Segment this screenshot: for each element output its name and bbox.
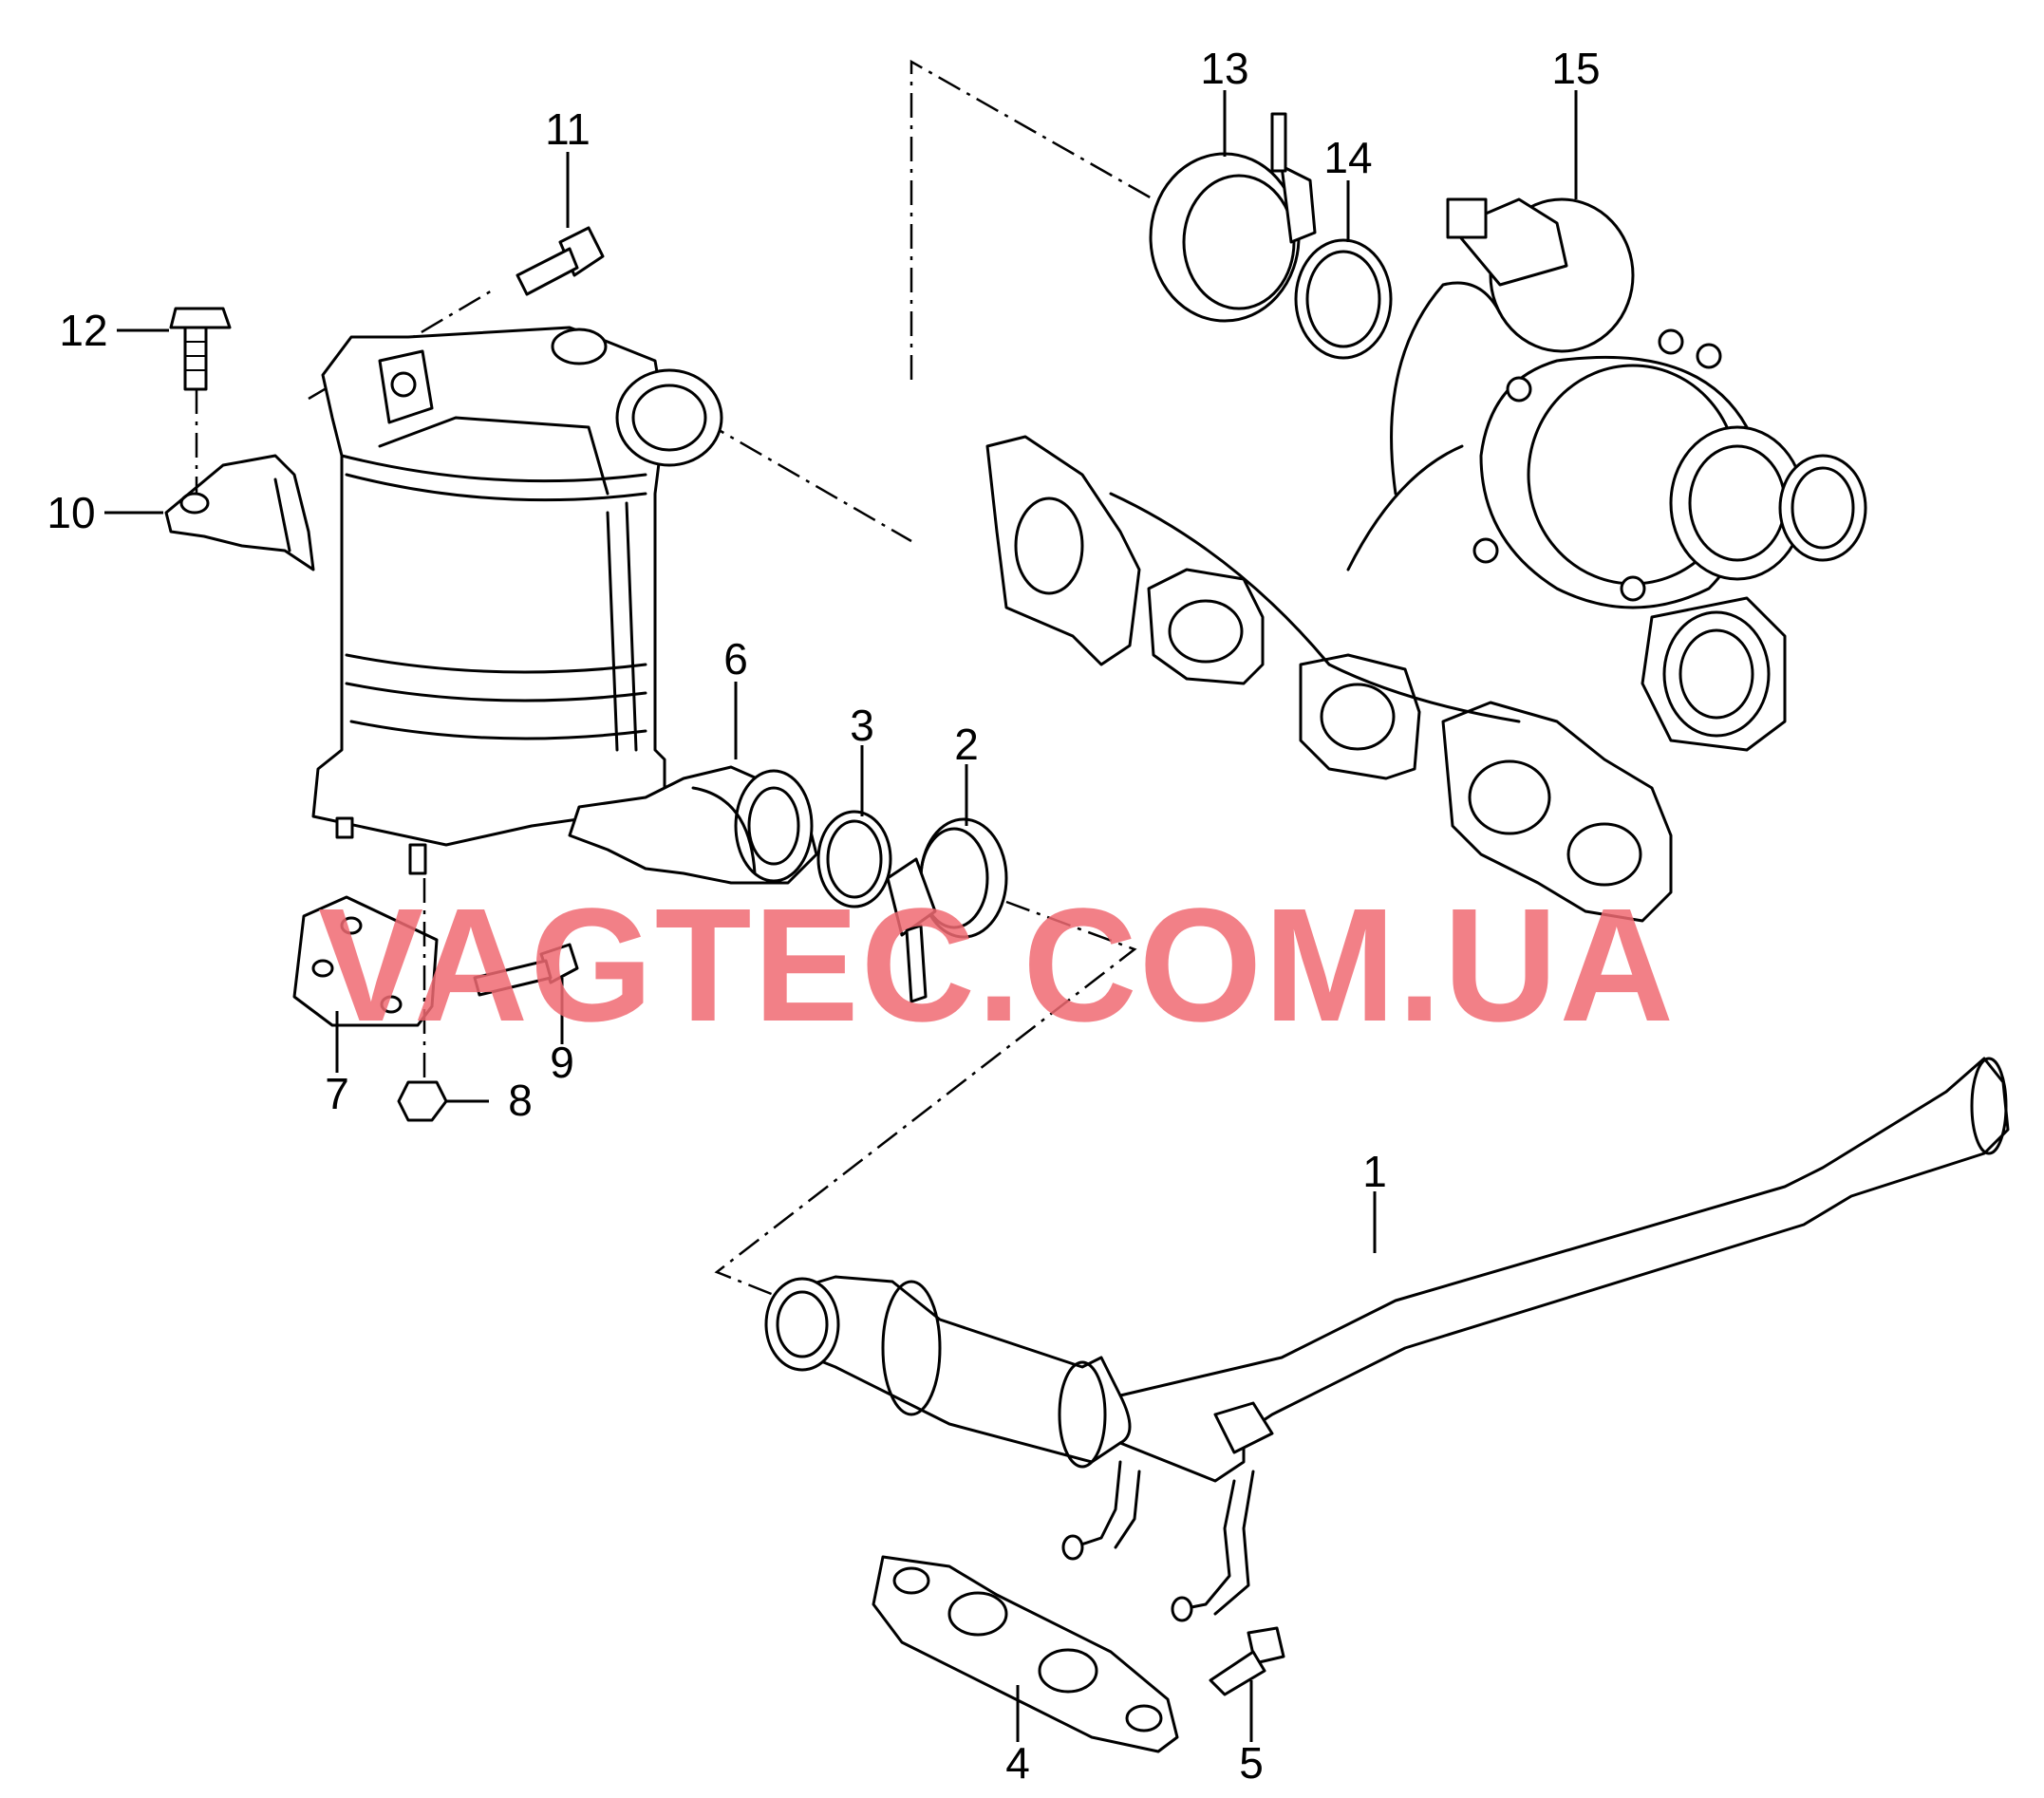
- bolt-9: [473, 943, 579, 997]
- callout-13: 13: [1200, 44, 1248, 93]
- callout-15: 15: [1551, 44, 1600, 93]
- watermark-text: VAGTEC.COM.UA: [318, 875, 1676, 1056]
- callout-6: 6: [723, 634, 748, 684]
- front-exhaust-pipe: [764, 1057, 2010, 1483]
- screw-5: [1209, 1626, 1285, 1696]
- gasket-ring-14: [1294, 238, 1393, 360]
- callout-8: 8: [508, 1076, 533, 1125]
- exhaust-manifold: [985, 281, 1673, 923]
- nut-8: [397, 1080, 448, 1122]
- callout-11: 11: [545, 104, 591, 154]
- callout-9: 9: [550, 1038, 574, 1087]
- catalytic-converter: [311, 326, 723, 875]
- gasket-ring-3: [816, 810, 892, 908]
- callout-4: 4: [1005, 1738, 1030, 1788]
- callout-10: 10: [47, 488, 95, 537]
- bracket-7: [292, 878, 439, 1082]
- turbocharger: [1446, 197, 1867, 752]
- callout-12: 12: [59, 306, 107, 355]
- leader-lines: [104, 90, 1578, 1742]
- bolt-12: [169, 307, 232, 494]
- callout-7: 7: [325, 1069, 349, 1118]
- callout-5: 5: [1239, 1738, 1264, 1788]
- flange-4: [872, 1555, 1179, 1753]
- clamp-2: [886, 817, 1008, 1003]
- pipe-support-rods: [1061, 1460, 1255, 1622]
- clamp-13: [1149, 112, 1317, 323]
- callout-14: 14: [1323, 133, 1372, 182]
- bracket-10: [164, 454, 315, 571]
- downpipe-elbow: [568, 765, 818, 885]
- bolt-11: [516, 226, 605, 296]
- callout-3: 3: [850, 701, 874, 750]
- callout-labels: 1 2 3 4 5 6 7 8 9 10 11 12 13 14 15: [47, 44, 1600, 1788]
- callout-2: 2: [954, 720, 979, 769]
- callout-1: 1: [1362, 1147, 1387, 1196]
